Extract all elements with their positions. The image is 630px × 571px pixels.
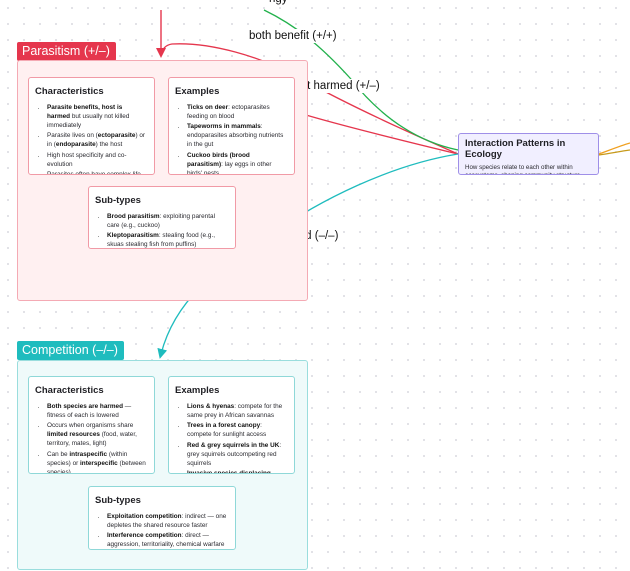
list-item: Parasite lives on (ectoparasite) or in (… [47, 132, 146, 150]
list-item: Brood parasitism: exploiting parental ca… [107, 213, 227, 231]
competition-characteristics-card[interactable]: Characteristics Both species are harmed … [28, 376, 155, 474]
list-item: Exploitation competition: indirect — one… [107, 513, 227, 531]
list-item: Ticks on deer: ectoparasites feeding on … [187, 104, 286, 122]
central-node-description: How species relate to each other within … [465, 164, 580, 174]
edge-host-harmed-secondary [305, 114, 459, 155]
competition-group-title[interactable]: Competition (–/–) [17, 341, 124, 360]
parasitism-subtypes-card[interactable]: Sub-types Brood parasitism: exploiting p… [88, 186, 236, 249]
bullet-list: Both species are harmed — fitness of eac… [35, 403, 146, 473]
list-item: Parasites often have complex life cycles… [47, 171, 146, 174]
parasitism-examples-card[interactable]: Examples Ticks on deer: ectoparasites fe… [168, 77, 295, 175]
card-title: Examples [175, 385, 220, 396]
list-item: Both species are harmed — fitness of eac… [47, 403, 146, 421]
list-item: Tapeworms in mammals: endoparasites abso… [187, 123, 286, 150]
list-item: Occurs when organisms share limited reso… [47, 422, 146, 449]
edge-label-both-benefit: both benefit (+/+) [246, 29, 340, 43]
bullet-list: Exploitation competition: indirect — one… [95, 513, 227, 549]
competition-examples-card[interactable]: Examples Lions & hyenas: compete for the… [168, 376, 295, 474]
bullet-list: Ticks on deer: ectoparasites feeding on … [175, 104, 286, 174]
parasitism-characteristics-card[interactable]: Characteristics Parasite benefits, host … [28, 77, 155, 175]
parasitism-group-title[interactable]: Parasitism (+/–) [17, 42, 116, 61]
competition-subtypes-card[interactable]: Sub-types Exploitation competition: indi… [88, 486, 236, 550]
list-item: Lions & hyenas: compete for the same pre… [187, 403, 286, 421]
card-title: Sub-types [95, 195, 141, 206]
card-title: Characteristics [35, 86, 104, 97]
central-node[interactable]: Interaction Patterns in Ecology How spec… [458, 133, 599, 175]
list-item: Kleptoparasitism: stealing food (e.g., s… [107, 232, 227, 248]
list-item: Interference competition: direct — aggre… [107, 532, 227, 549]
list-item: Parasite benefits, host is harmed but us… [47, 104, 146, 131]
list-item: Can be intraspecific (within species) or… [47, 451, 146, 473]
bullet-list: Parasite benefits, host is harmed but us… [35, 104, 146, 174]
list-item: Invasive species displacing natives: e.g… [187, 470, 286, 473]
edge-label-host-harmed: ost harmed (+/–) [292, 79, 383, 93]
edge-both-benefit [263, 9, 459, 151]
list-item: Red & grey squirrels in the UK: grey squ… [187, 442, 286, 469]
list-item: High host specificity and co-evolution [47, 152, 146, 170]
list-item: Trees in a forest canopy: compete for su… [187, 422, 286, 440]
card-title: Sub-types [95, 495, 141, 506]
edge-offscreen [598, 142, 630, 155]
edge-label-fragment: ngy [266, 0, 291, 6]
card-title: Characteristics [35, 385, 104, 396]
list-item: Cuckoo birds (brood parasitism): lay egg… [187, 152, 286, 174]
bullet-list: Brood parasitism: exploiting parental ca… [95, 213, 227, 248]
edge-offscreen-2 [598, 149, 630, 156]
bullet-list: Lions & hyenas: compete for the same pre… [175, 403, 286, 473]
central-node-title: Interaction Patterns in Ecology [465, 138, 566, 160]
card-title: Examples [175, 86, 220, 97]
